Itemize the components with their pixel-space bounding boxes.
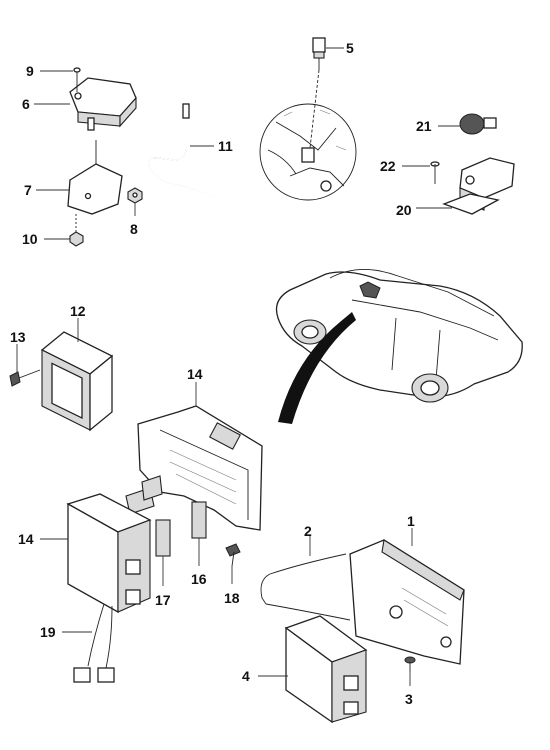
callout-16: 16	[191, 538, 207, 587]
part-22-screw	[430, 161, 440, 184]
svg-text:4: 4	[242, 668, 250, 684]
svg-text:13: 13	[10, 329, 26, 345]
part-12-module	[40, 331, 114, 432]
callout-14-upper: 14	[187, 366, 203, 406]
callout-11: 11	[190, 138, 233, 154]
svg-text:8: 8	[130, 221, 138, 237]
part-11-hose	[148, 90, 215, 197]
part-14-cover	[137, 405, 263, 531]
part-5-switch	[312, 37, 326, 70]
callout-6: 6	[22, 96, 70, 112]
part-6-sensor	[69, 77, 137, 131]
location-arrow	[278, 312, 356, 424]
callout-20: 20	[396, 202, 452, 218]
part-19-harness	[73, 603, 115, 683]
part-2-wire	[260, 553, 351, 621]
part-3-screw	[404, 656, 416, 672]
part-20-actuator	[442, 157, 515, 215]
part-18-screw	[225, 543, 241, 567]
pads	[125, 475, 207, 557]
svg-text:9: 9	[26, 63, 34, 79]
svg-text:11: 11	[218, 138, 233, 154]
callout-10: 10	[22, 231, 70, 247]
callout-22: 22	[380, 158, 430, 174]
part-10-nut	[69, 231, 84, 247]
callout-4: 4	[242, 668, 288, 684]
callout-2: 2	[304, 523, 312, 556]
svg-text:14: 14	[18, 531, 34, 547]
part-7-bracket	[67, 140, 123, 215]
svg-text:16: 16	[191, 571, 207, 587]
svg-text:5: 5	[346, 40, 354, 56]
part-9-screw	[73, 67, 81, 92]
part-8-nut	[127, 187, 143, 204]
svg-text:6: 6	[22, 96, 30, 112]
callout-1: 1	[407, 513, 415, 546]
callout-17: 17	[155, 556, 171, 608]
callout-3: 3	[405, 672, 413, 707]
callout-7: 7	[24, 182, 70, 198]
svg-text:7: 7	[24, 182, 32, 198]
svg-text:3: 3	[405, 691, 413, 707]
callout-5: 5	[326, 40, 354, 56]
svg-text:17: 17	[155, 592, 171, 608]
callout-19: 19	[40, 624, 92, 640]
detail-circle	[259, 69, 357, 201]
svg-text:19: 19	[40, 624, 56, 640]
part-14-module	[66, 493, 152, 614]
svg-text:21: 21	[416, 118, 432, 134]
callout-9: 9	[26, 63, 73, 79]
part-13-screw	[9, 369, 41, 387]
callout-14-lower: 14	[18, 531, 68, 547]
callout-18: 18	[224, 566, 240, 606]
part-1-bracket	[349, 539, 465, 665]
svg-text:12: 12	[70, 303, 86, 319]
svg-text:20: 20	[396, 202, 412, 218]
svg-text:22: 22	[380, 158, 396, 174]
part-4-module	[284, 615, 368, 724]
callout-8: 8	[130, 203, 138, 237]
svg-text:10: 10	[22, 231, 38, 247]
callout-21: 21	[416, 118, 460, 134]
svg-text:18: 18	[224, 590, 240, 606]
svg-text:1: 1	[407, 513, 415, 529]
svg-text:2: 2	[304, 523, 312, 539]
part-21-cap	[459, 113, 497, 135]
svg-text:14: 14	[187, 366, 203, 382]
callout-12: 12	[70, 303, 86, 342]
callout-13: 13	[10, 329, 26, 372]
vehicle-outline	[275, 269, 523, 403]
